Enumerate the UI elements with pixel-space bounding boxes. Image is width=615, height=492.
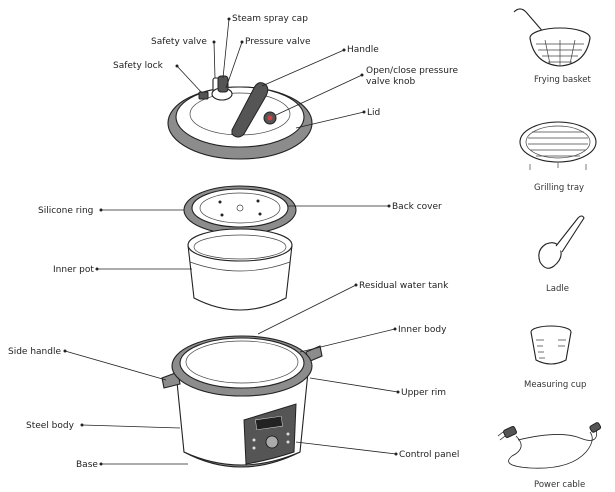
accessories: Frying basket Grilling tray Ladle Measur…: [497, 8, 602, 490]
label-pressure-valve: Pressure valve: [245, 37, 311, 47]
safety-lock-part: [198, 91, 209, 100]
label-silicone-ring: Silicone ring: [38, 206, 93, 216]
ladle-item: Ladle: [538, 215, 585, 294]
label-back-cover: Back cover: [392, 202, 442, 212]
label-valve-knob-line2: valve knob: [366, 77, 415, 87]
label-upper-rim: Upper rim: [401, 388, 446, 398]
inner-body-part: [179, 337, 305, 389]
label-grilling-tray: Grilling tray: [534, 183, 584, 193]
label-frying-basket: Frying basket: [534, 75, 592, 85]
inner-pot-part: [187, 228, 293, 311]
part-labels: Steam spray cap Safety valve Pressure va…: [8, 14, 459, 470]
label-residual-water-tank: Residual water tank: [359, 281, 449, 291]
grilling-tray-item: Grilling tray: [519, 121, 597, 193]
label-side-handle: Side handle: [8, 347, 61, 357]
leader-lines: [63, 17, 400, 466]
label-lid: Lid: [367, 108, 380, 118]
label-valve-knob-line1: Open/close pressure: [366, 66, 458, 76]
frying-basket-item: Frying basket: [513, 8, 592, 85]
label-safety-lock: Safety lock: [113, 61, 164, 71]
label-measuring-cup: Measuring cup: [524, 380, 586, 390]
steam-spray-cap-part: [217, 75, 229, 93]
label-base: Base: [76, 460, 98, 470]
power-cable-item: Power cable: [497, 422, 602, 490]
label-steam-spray-cap: Steam spray cap: [232, 14, 308, 24]
label-inner-pot: Inner pot: [53, 265, 94, 275]
label-handle: Handle: [347, 45, 379, 55]
label-safety-valve: Safety valve: [151, 37, 207, 47]
label-power-cable: Power cable: [534, 480, 585, 490]
label-inner-body: Inner body: [398, 325, 447, 335]
label-steel-body: Steel body: [26, 421, 75, 431]
lid-handle: [231, 82, 269, 138]
back-cover-part: [191, 188, 289, 228]
label-ladle: Ladle: [546, 284, 569, 294]
ring-assembly: [183, 185, 297, 235]
control-panel-part: [243, 403, 297, 465]
label-control-panel: Control panel: [399, 450, 459, 460]
cooker-body: [161, 335, 323, 468]
lid-assembly: [167, 75, 313, 160]
measuring-cup-item: Measuring cup: [524, 325, 586, 390]
